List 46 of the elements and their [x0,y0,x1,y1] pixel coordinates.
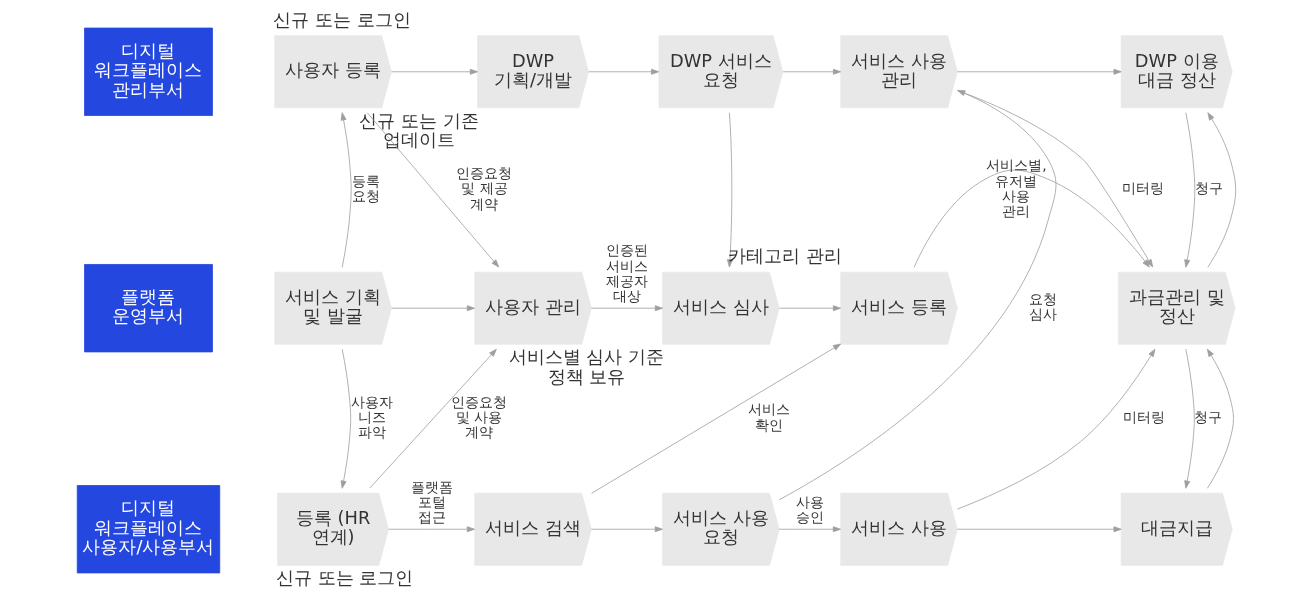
node-box: 디지털 워크플레이스 사용자/사용부서 [76,485,221,574]
arrow [340,348,352,489]
edge-label: 미터링 [1121,180,1164,197]
arrow [366,112,500,268]
edge-label: 인증요청 및 제공 계약 [456,164,513,212]
node-label: 카테고리 관리 [728,245,842,267]
arrow [591,343,842,494]
arrow [913,169,1150,268]
edge-label: 서비스 확인 [748,401,791,433]
edge-label: 미터링 [1122,409,1165,426]
node-label: 서비스별 심사 기준 정책 보유 [508,346,665,387]
arrow [778,526,841,533]
arrow [591,526,663,533]
arrow [369,348,497,489]
edge-label: 플랫폼 포털 접근 [410,478,453,526]
edge-label: 청구 [1194,180,1223,197]
node-label: 신규 또는 로그인 [276,567,414,589]
arrow [956,526,1122,533]
edge-label: 인증요청 및 사용 계약 [450,393,507,441]
arrow [956,90,1154,268]
node-label: 신규 또는 로그인 [273,8,411,30]
arrow [956,348,1156,510]
arrow [391,68,478,75]
edge-label: 사용자 니즈 파악 [350,393,393,441]
node-box: 디지털 워크플레이스 관리부서 [84,27,213,116]
arrow [956,68,1122,75]
arrow [588,68,660,75]
arrow [1184,112,1196,268]
edge-label: 서비스별, 유저별 사용 관리 [986,157,1047,220]
arrow [778,89,1057,501]
arrow [1207,112,1237,268]
node-label: 신규 또는 기존 업데이트 [359,109,479,151]
arrow [1206,348,1234,489]
edge-label: 요청 심사 [1028,290,1057,323]
edge-label: 청구 [1193,409,1222,426]
arrow [340,112,352,268]
arrow [778,305,841,312]
edge-label: 등록 요청 [351,172,380,204]
arrow [782,68,842,75]
arrow [1184,348,1195,489]
edge-label: 인증된 서비스 제공자 대상 [605,242,648,305]
edge-label: 사용 승인 [795,494,824,526]
arrow [591,305,663,312]
node-box: 플랫폼 운영부서 [84,264,213,353]
arrow [391,305,475,312]
arrow [388,526,475,533]
